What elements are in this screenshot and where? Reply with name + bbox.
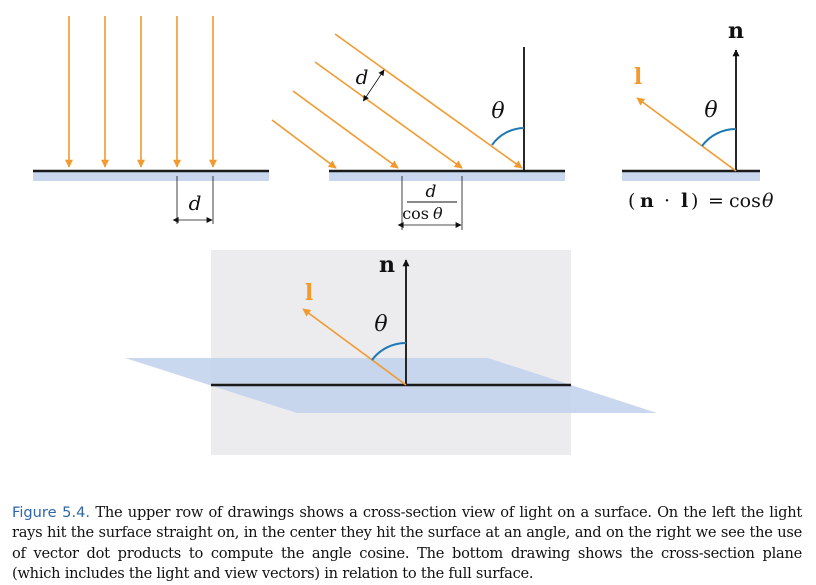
svg-text:l: l xyxy=(681,190,688,212)
panel-angled: d θ d cos θ xyxy=(271,33,565,230)
label-d: d xyxy=(356,65,369,89)
light-vector-l xyxy=(636,97,737,172)
label-l: l xyxy=(634,64,642,90)
light-rays-angled xyxy=(271,33,523,169)
label-theta: θ xyxy=(374,312,387,337)
caption-label: Figure 5.4. xyxy=(12,503,91,521)
svg-text:=: = xyxy=(708,190,724,212)
svg-text:cos: cos xyxy=(729,190,761,212)
label-theta: θ xyxy=(704,98,717,123)
svg-text:n: n xyxy=(640,190,654,212)
light-ray xyxy=(292,90,399,169)
svg-text:·: · xyxy=(664,190,670,212)
figure-illustration: d d θ d cos θ n l θ ( n xyxy=(33,16,774,455)
light-rays-vertical xyxy=(65,16,217,168)
surface-strip xyxy=(329,171,565,181)
panel-dot-product: n l θ ( n · l ) = cos θ xyxy=(622,18,774,212)
light-vector-l xyxy=(302,308,407,386)
cross-section-plane xyxy=(211,250,571,455)
light-ray xyxy=(334,33,523,169)
angle-arc xyxy=(371,341,407,361)
panel-straight-on: d xyxy=(33,16,269,224)
surface-strip xyxy=(33,171,269,181)
svg-text:θ: θ xyxy=(762,190,774,212)
panel-cross-section-plane: n l θ xyxy=(125,250,657,455)
label-n: n xyxy=(728,18,744,44)
angle-arc xyxy=(701,127,737,147)
surface-strip xyxy=(622,171,760,181)
svg-text:(: ( xyxy=(628,190,635,212)
label-l: l xyxy=(305,280,313,306)
label-theta: θ xyxy=(491,99,504,124)
label-d: d xyxy=(189,191,202,215)
light-ray xyxy=(314,61,463,169)
caption-text: The upper row of drawings shows a cross-… xyxy=(12,503,802,583)
fraction-denominator-theta: θ xyxy=(433,204,443,223)
light-ray xyxy=(271,119,337,169)
fraction-denominator-cos: cos xyxy=(402,204,429,223)
equation-dot-product: ( n · l ) = cos θ xyxy=(628,190,774,212)
ray-spacing-arrow xyxy=(363,69,385,102)
svg-text:): ) xyxy=(691,190,698,212)
label-n: n xyxy=(379,252,395,278)
fraction-numerator: d xyxy=(426,182,437,202)
angle-arc xyxy=(491,127,525,146)
figure-caption: Figure 5.4. The upper row of drawings sh… xyxy=(12,503,802,585)
